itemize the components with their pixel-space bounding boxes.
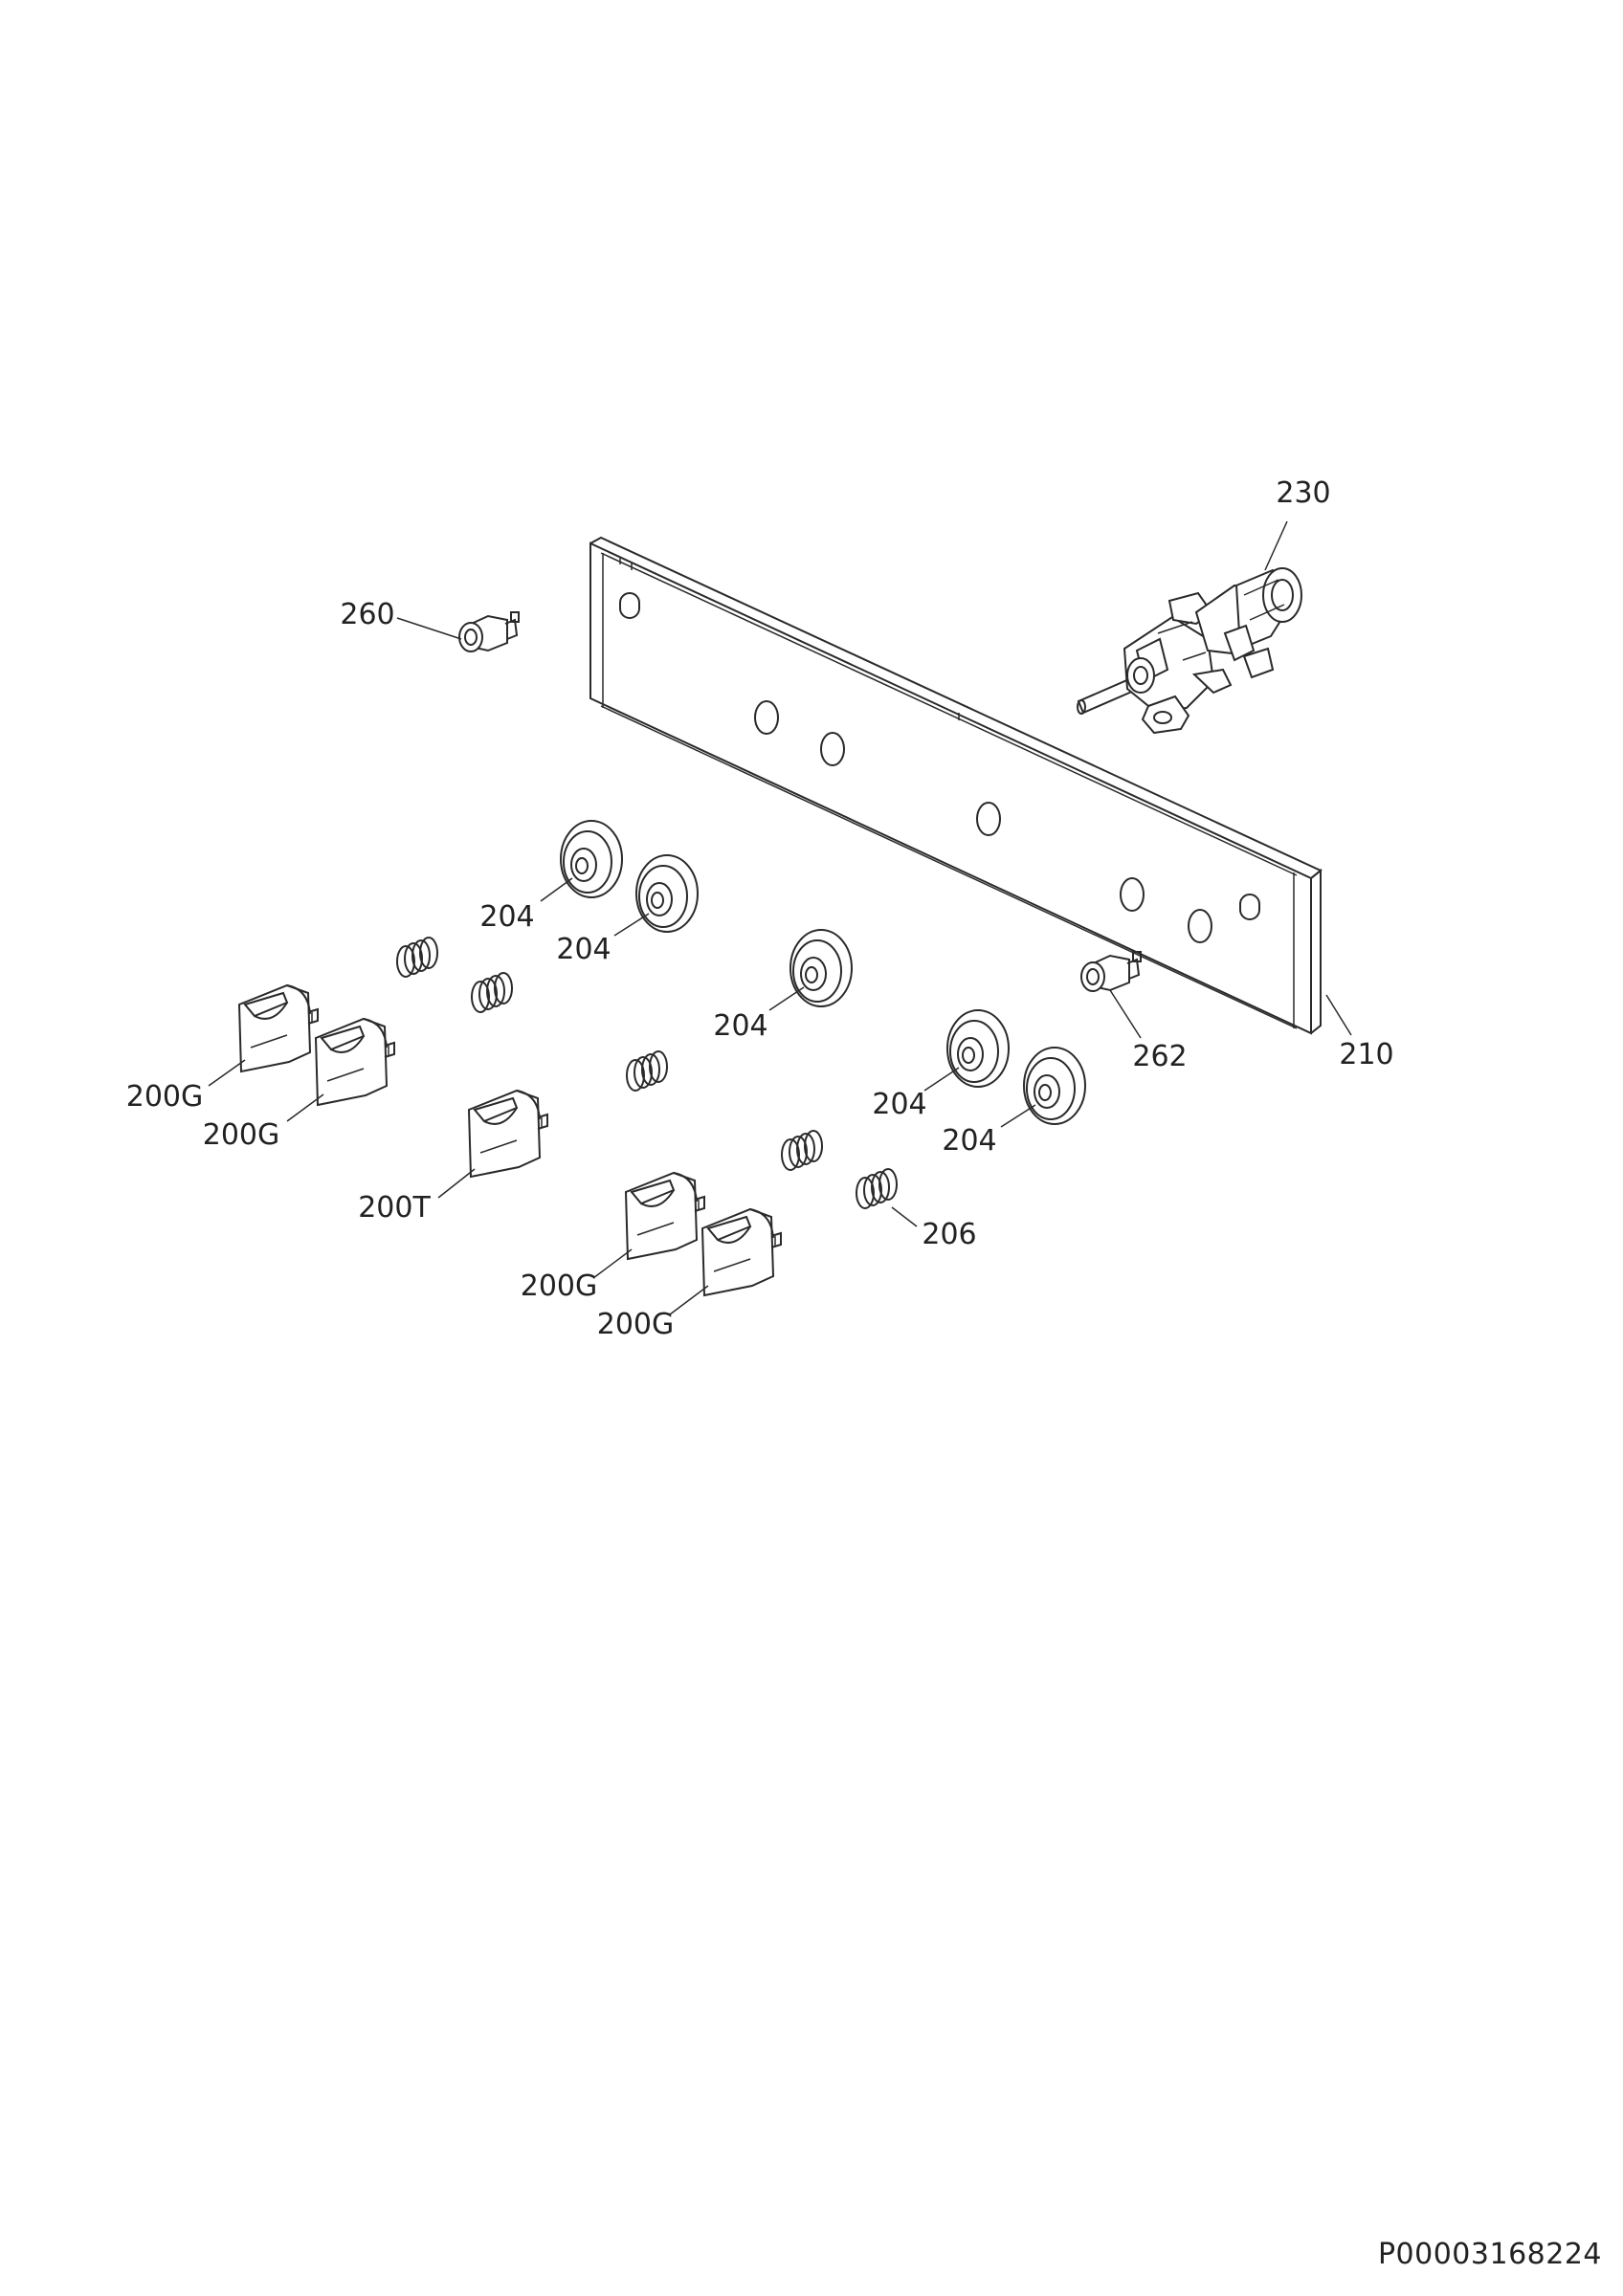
leader-200t xyxy=(437,1168,476,1199)
knob-200t xyxy=(467,1089,548,1179)
leader-210 xyxy=(1325,994,1352,1036)
leader-230 xyxy=(1264,520,1288,571)
leader-204-a xyxy=(540,877,573,902)
leader-204-d xyxy=(923,1067,960,1092)
bezel-204-d xyxy=(946,1009,1010,1088)
leader-204-e xyxy=(1000,1104,1036,1128)
bezel-204-a xyxy=(560,820,623,898)
label-204-b: 204 xyxy=(556,933,611,966)
leader-200g-b xyxy=(286,1093,324,1122)
label-230: 230 xyxy=(1276,476,1330,510)
bezel-204-b xyxy=(635,854,699,933)
label-200g-c: 200G xyxy=(521,1269,598,1303)
knob-200g-d xyxy=(700,1207,782,1297)
knob-200g-c xyxy=(624,1171,705,1261)
gas-valve-230 xyxy=(1077,567,1302,735)
leader-lines xyxy=(208,520,1352,1315)
bezel-204-c xyxy=(789,929,853,1007)
ignition-switch-260 xyxy=(458,611,520,652)
label-206: 206 xyxy=(922,1218,976,1251)
label-200g-a: 200G xyxy=(126,1080,204,1114)
label-204-c: 204 xyxy=(713,1009,767,1043)
knob-200g-b xyxy=(314,1017,395,1107)
label-200t: 200T xyxy=(358,1191,431,1225)
ignition-switch-262 xyxy=(1080,951,1142,992)
spring-206-a xyxy=(396,937,438,978)
leader-204-c xyxy=(768,986,805,1011)
spring-206-e xyxy=(856,1168,898,1209)
label-204-e: 204 xyxy=(942,1124,996,1158)
leader-262 xyxy=(1109,989,1142,1039)
label-262: 262 xyxy=(1132,1040,1187,1073)
spring-206-d xyxy=(781,1130,823,1171)
label-204-d: 204 xyxy=(872,1088,926,1121)
spring-206-c xyxy=(626,1050,668,1092)
label-200g-d: 200G xyxy=(597,1308,675,1341)
document-id: P00003168224 xyxy=(1377,2238,1602,2271)
leader-200g-d xyxy=(669,1285,709,1315)
part-labels: 230 260 204 204 204 204 204 262 210 200G… xyxy=(126,476,1394,1341)
knob-200g-a xyxy=(237,983,319,1073)
spring-206-b xyxy=(471,972,513,1013)
leader-200g-c xyxy=(592,1248,633,1279)
leader-206 xyxy=(891,1206,918,1227)
control-panel-210 xyxy=(589,536,1323,1035)
bezel-204-e xyxy=(1023,1047,1086,1125)
label-200g-b: 200G xyxy=(203,1118,280,1152)
leader-204-b xyxy=(613,913,650,937)
label-210: 210 xyxy=(1339,1038,1393,1071)
leader-260 xyxy=(396,617,462,640)
label-204-a: 204 xyxy=(479,900,534,934)
leader-200g-a xyxy=(208,1059,246,1087)
label-260: 260 xyxy=(340,598,394,631)
